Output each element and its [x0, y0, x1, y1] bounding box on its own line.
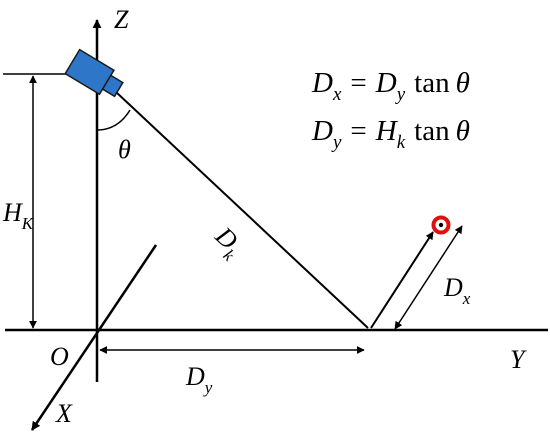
dy-label-main: D	[185, 362, 205, 391]
eq2-lhs-sub: y	[331, 132, 342, 153]
eq1-func: tan	[414, 67, 450, 99]
dk-slant-line	[115, 91, 369, 329]
camera-lens	[101, 74, 124, 98]
hk-label: HK	[2, 198, 35, 233]
dk-label: Dk	[205, 220, 249, 265]
y-axis-label: Y	[510, 345, 527, 374]
dx-dimension-arrow	[394, 225, 463, 330]
eq1-equals: =	[350, 67, 366, 99]
dx-label-sub: x	[462, 289, 471, 308]
eq2-rhs: H	[375, 115, 399, 147]
eq1-lhs: D	[311, 67, 333, 99]
z-axis-label: Z	[114, 5, 129, 34]
dy-label: Dy	[185, 362, 213, 397]
eq1-var: θ	[456, 67, 470, 99]
hk-label-sub: K	[21, 214, 35, 233]
dx-label: Dx	[443, 273, 471, 308]
dx-label-main: D	[443, 273, 463, 302]
eq2-rhs-sub: k	[397, 132, 406, 153]
eq2-lhs: D	[311, 115, 333, 147]
target-ground-line	[370, 231, 434, 329]
eq1-lhs-sub: x	[332, 84, 342, 105]
eq2-equals: =	[350, 115, 366, 147]
target-center	[438, 222, 444, 228]
x-axis	[30, 244, 158, 431]
theta-arc	[96, 109, 131, 131]
eq1-rhs: D	[375, 67, 397, 99]
origin-label: O	[50, 342, 69, 371]
hk-label-main: H	[2, 198, 23, 227]
target-point-icon	[431, 215, 451, 235]
camera-icon	[64, 48, 124, 98]
eq2-func: tan	[414, 115, 450, 147]
theta-label: θ	[118, 135, 131, 164]
x-axis-label: X	[55, 399, 73, 428]
eq2-var: θ	[456, 115, 470, 147]
eq1-rhs-sub: y	[395, 84, 406, 105]
dy-label-sub: y	[203, 378, 213, 397]
